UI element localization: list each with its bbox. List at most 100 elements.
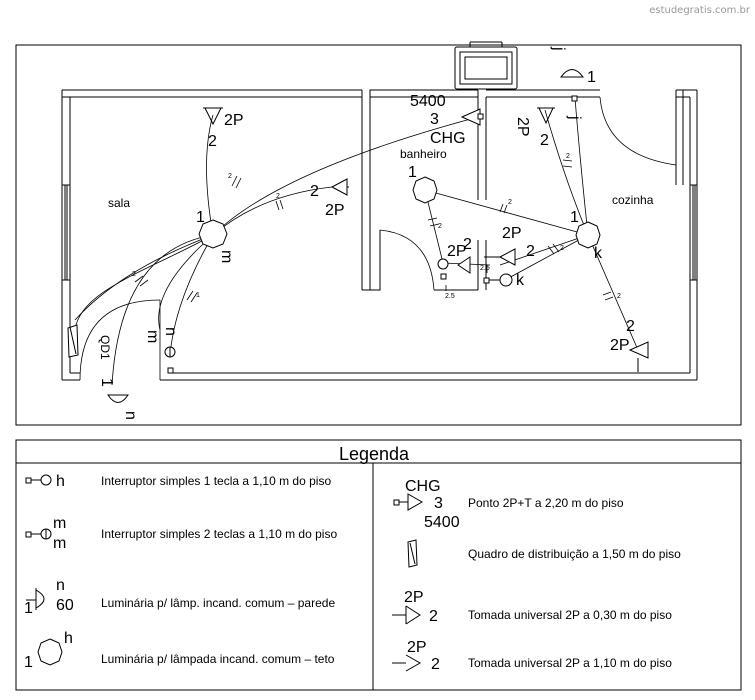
socket-sala-mid: 2 2P xyxy=(310,178,349,219)
walls xyxy=(61,89,698,381)
svg-text:m: m xyxy=(53,515,66,532)
svg-text:2: 2 xyxy=(438,223,442,230)
svg-text:2: 2 xyxy=(540,132,549,149)
svg-text:2: 2 xyxy=(626,318,635,335)
svg-text:2.5: 2.5 xyxy=(480,265,490,272)
svg-text:2.5: 2.5 xyxy=(445,293,455,300)
switch-banheiro xyxy=(437,258,449,280)
svg-text:j: j xyxy=(566,115,583,120)
svg-text:h: h xyxy=(56,473,65,490)
svg-text:m: m xyxy=(218,250,235,263)
svg-text:1: 1 xyxy=(98,378,115,387)
legend-item-switch-2: m m Interruptor simples 2 teclas a 1,10 … xyxy=(25,515,337,552)
svg-text:2: 2 xyxy=(566,153,570,160)
socket-cozinha-top: 2P 2 xyxy=(514,107,555,149)
legend-item-socket-low: 2P 2 Tomada universal 2P a 0,30 m do pis… xyxy=(392,589,672,625)
ceiling-lamp-sala xyxy=(198,219,228,249)
ceiling-lamp-cozinha xyxy=(575,221,601,249)
socket-sala-top: 2P 2 xyxy=(203,107,244,150)
svg-text:2: 2 xyxy=(560,245,564,252)
legend-item-socket-mid: 2P 2 Tomada universal 2P a 1,10 m do pis… xyxy=(392,639,672,673)
legend-item-ceiling-lamp: 1 h Luminária p/ lâmpada incand. comum –… xyxy=(24,630,335,671)
wire-ticks xyxy=(134,159,614,303)
socket-banheiro-mid: 2 2P xyxy=(484,225,535,266)
svg-text:1: 1 xyxy=(570,209,579,226)
svg-text:CHG: CHG xyxy=(430,130,466,147)
wall-lamp-sala: 1 n xyxy=(98,378,139,420)
svg-text:2: 2 xyxy=(310,183,319,200)
svg-text:1: 1 xyxy=(408,164,417,181)
svg-text:m: m xyxy=(53,535,66,552)
svg-text:Ponto 2P+T a 2,20 m do piso: Ponto 2P+T a 2,20 m do piso xyxy=(468,496,624,510)
svg-text:k: k xyxy=(516,272,525,289)
switch-cozinha-k: k xyxy=(483,272,525,289)
svg-text:3: 3 xyxy=(430,111,439,128)
room-label-banheiro: banheiro xyxy=(400,147,447,161)
legend-title: Legenda xyxy=(339,444,410,464)
svg-text:2: 2 xyxy=(508,199,512,206)
svg-text:2P: 2P xyxy=(514,117,531,137)
svg-text:1: 1 xyxy=(587,69,596,86)
svg-text:2: 2 xyxy=(526,243,535,260)
svg-text:h: h xyxy=(64,630,73,647)
svg-text:2: 2 xyxy=(617,293,621,300)
room-label-sala: sala xyxy=(108,196,130,210)
svg-text:2P: 2P xyxy=(407,639,427,656)
distribution-board-qd1: QD1 xyxy=(67,324,112,360)
svg-text:Tomada universal 2P a 0,30 m d: Tomada universal 2P a 0,30 m do piso xyxy=(468,608,672,622)
legend-item-switch-1: h Interruptor simples 1 tecla a 1,10 m d… xyxy=(25,473,331,490)
svg-text:Quadro de distribuição a 1,50: Quadro de distribuição a 1,50 m do piso xyxy=(468,547,681,561)
ceiling-lamp-banheiro xyxy=(412,176,438,204)
svg-text:Tomada universal 2P a 1,10 m d: Tomada universal 2P a 1,10 m do piso xyxy=(468,656,672,670)
svg-text:1: 1 xyxy=(196,292,200,299)
svg-text:3: 3 xyxy=(434,495,443,512)
svg-text:2P: 2P xyxy=(325,202,345,219)
svg-text:1: 1 xyxy=(196,209,205,226)
svg-text:5400: 5400 xyxy=(410,93,446,110)
svg-text:2P: 2P xyxy=(224,112,244,129)
svg-text:2: 2 xyxy=(463,236,472,253)
svg-text:2P: 2P xyxy=(502,225,522,242)
svg-text:n: n xyxy=(122,411,139,420)
svg-text:Luminária p/ lâmp. incand. com: Luminária p/ lâmp. incand. comum – pared… xyxy=(101,596,335,610)
wall-lamp-cozinha: 1 j j xyxy=(550,46,596,120)
water-heater-icon xyxy=(454,41,518,90)
svg-text:n: n xyxy=(162,327,179,336)
svg-text:2P: 2P xyxy=(404,589,424,606)
svg-text:1: 1 xyxy=(24,600,33,617)
legend-item-distribution-board: Quadro de distribuição a 1,50 m do piso xyxy=(407,539,681,568)
svg-text:m: m xyxy=(144,330,161,343)
wiring xyxy=(74,97,639,386)
svg-text:2: 2 xyxy=(429,608,438,625)
svg-text:2: 2 xyxy=(132,271,136,278)
svg-text:QD1: QD1 xyxy=(98,335,112,360)
svg-text:2: 2 xyxy=(431,656,440,673)
plan-frame xyxy=(15,44,742,426)
legend: Legenda h Interruptor simples 1 tecla a … xyxy=(15,439,742,691)
svg-text:2: 2 xyxy=(208,133,217,150)
svg-text:60: 60 xyxy=(56,597,74,614)
svg-text:1: 1 xyxy=(24,654,33,671)
legend-item-wall-lamp: 1 n 60 Luminária p/ lâmp. incand. comum … xyxy=(24,577,335,617)
socket-cozinha-bottom: 2 2P xyxy=(610,318,649,372)
switch-sala-mn: m n xyxy=(144,327,179,374)
svg-text:Luminária p/ lâmpada incand. c: Luminária p/ lâmpada incand. comum – tet… xyxy=(101,652,335,666)
socket-banheiro-low: 2 2P xyxy=(447,236,472,274)
watermark: estudegratis.com.br xyxy=(649,5,751,16)
wire-tick-labels: 2 2 2 1 2 2 2 2 2 2.5 2.5 xyxy=(132,153,621,300)
svg-text:2P: 2P xyxy=(610,337,630,354)
legend-item-chg: CHG 3 5400 Ponto 2P+T a 2,20 m do piso xyxy=(393,478,624,531)
svg-text:CHG: CHG xyxy=(405,478,441,495)
svg-text:Interruptor simples 1 tecla a: Interruptor simples 1 tecla a 1,10 m do … xyxy=(101,474,331,488)
svg-text:j: j xyxy=(550,46,567,51)
room-label-cozinha: cozinha xyxy=(612,193,654,207)
chg-point: 5400 3 CHG xyxy=(410,93,484,147)
svg-text:5400: 5400 xyxy=(424,514,460,531)
svg-text:Interruptor simples 2 teclas a: Interruptor simples 2 teclas a 1,10 m do… xyxy=(101,527,337,541)
svg-text:n: n xyxy=(56,577,65,594)
svg-text:2: 2 xyxy=(276,193,280,200)
svg-text:2P: 2P xyxy=(447,243,467,260)
svg-text:k: k xyxy=(594,245,603,262)
svg-text:2: 2 xyxy=(228,173,232,180)
